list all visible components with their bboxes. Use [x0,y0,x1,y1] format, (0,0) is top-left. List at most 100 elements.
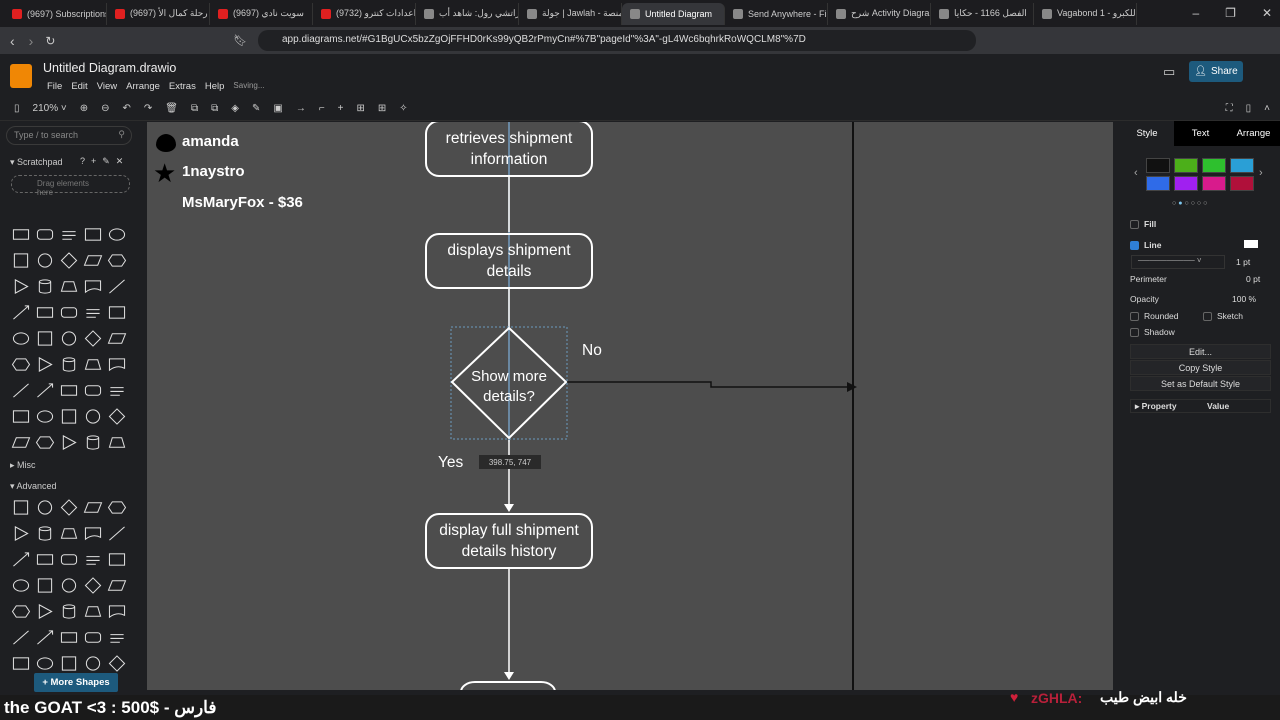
shape-item[interactable] [105,222,129,247]
zoom-in-icon[interactable]: ⊕ [79,102,89,114]
shadow-checkbox[interactable]: Shadow [1130,327,1175,338]
menu-view[interactable]: View [96,81,118,92]
shape-item[interactable] [81,547,105,572]
shape-item[interactable] [57,378,81,403]
table-icon[interactable]: ⊞ [356,102,365,114]
more-shapes-button[interactable]: + More Shapes [34,673,118,692]
edge-label-no[interactable]: No [582,342,602,359]
panel-icon[interactable]: ▯ [1245,102,1252,114]
line-width-input[interactable]: 1 pt [1236,257,1251,267]
shape-item[interactable] [9,352,33,377]
shape-item[interactable] [105,326,129,351]
url-input[interactable]: app.diagrams.net/#G1BgUCx5bzZgOjFFHD0rKs… [258,30,976,51]
format-panel-toggle-icon[interactable]: ▯ [14,102,20,114]
shape-item[interactable] [57,352,81,377]
scratchpad-actions[interactable]: ?+✎✕ [80,156,130,166]
style-swatch[interactable] [1146,158,1170,173]
shape-item[interactable] [81,495,105,520]
shape-item[interactable] [9,625,33,650]
shape-item[interactable] [33,651,57,676]
tab-style[interactable]: Style [1120,121,1174,146]
close-window-icon[interactable]: ✕ [1261,6,1272,20]
swatch-next-icon[interactable]: › [1259,167,1263,179]
shape-item[interactable] [33,573,57,598]
collapse-icon[interactable]: ˄ [1264,102,1270,114]
tab-arrange[interactable]: Arrange [1227,121,1280,146]
shape-item[interactable] [105,573,129,598]
sketch-checkbox[interactable]: Sketch [1203,311,1243,322]
opacity-input[interactable]: 100 % [1232,294,1257,304]
shape-item[interactable] [105,625,129,650]
shape-item[interactable] [105,651,129,676]
shape-item[interactable] [57,274,81,299]
restore-icon[interactable]: ❐ [1225,6,1236,20]
shape-item[interactable] [105,248,129,273]
swatch-pager[interactable]: ○●○○○○ [1172,200,1210,207]
browser-tab[interactable]: شرح Activity Diagram [828,2,931,25]
shape-item[interactable] [9,326,33,351]
document-title[interactable]: Untitled Diagram.drawio [43,61,177,75]
browser-tab[interactable]: Vagabond 1 - للكبرو [1034,2,1137,25]
line-color-icon[interactable]: ✎ [251,102,261,114]
property-table-header[interactable]: ▸ Property Value [1130,399,1271,413]
magic-icon[interactable]: ✧ [399,102,408,114]
shape-item[interactable] [33,547,57,572]
style-swatch[interactable] [1174,176,1198,191]
connection-icon[interactable]: → [295,102,306,114]
advanced-section-header[interactable]: ▾ Advanced [10,481,57,491]
style-swatch[interactable] [1202,158,1226,173]
shape-item[interactable] [105,404,129,429]
shape-item[interactable] [33,404,57,429]
menu-extras[interactable]: Extras [168,81,196,92]
shape-item[interactable] [81,378,105,403]
insert-icon[interactable]: + [337,102,344,114]
shape-item[interactable] [105,599,129,624]
swatch-prev-icon[interactable]: ‹ [1134,167,1138,179]
shape-search-input[interactable]: Type / to search⚲ [6,126,132,145]
style-swatch[interactable] [1146,176,1170,191]
node-retrieves-shipment[interactable]: retrieves shipment information [425,122,593,177]
browser-tab[interactable]: Send Anywhere - Fi [725,2,828,25]
decision-shape[interactable] [450,326,568,440]
line-pattern-select[interactable]: ────────── ˅ [1131,255,1225,269]
menu-arrange[interactable]: Arrange [126,81,160,92]
shape-item[interactable] [9,547,33,572]
minimize-icon[interactable]: – [1192,6,1200,20]
shape-item[interactable] [57,404,81,429]
shape-item[interactable] [9,274,33,299]
shape-item[interactable] [81,430,105,455]
undo-icon[interactable]: ↶ [122,102,131,114]
style-swatch[interactable] [1230,158,1254,173]
shape-item[interactable] [81,300,105,325]
tab-text[interactable]: Text [1174,121,1227,146]
shape-item[interactable] [81,625,105,650]
waypoints-icon[interactable]: ⌐ [318,102,325,114]
share-button[interactable]: 👤︎Share [1189,61,1243,82]
to-back-icon[interactable]: ⧉ [211,102,219,114]
edit-style-button[interactable]: Edit... [1130,344,1271,359]
shape-item[interactable] [105,300,129,325]
zoom-out-icon[interactable]: ⊖ [101,102,110,114]
decision-label[interactable]: Show more details? [471,368,547,405]
shape-item[interactable] [33,300,57,325]
redo-icon[interactable]: ↷ [143,102,153,114]
shape-item[interactable] [81,521,105,546]
shape-item[interactable] [33,222,57,247]
line-checkbox[interactable]: Line [1130,240,1161,251]
fill-checkbox[interactable]: Fill [1130,219,1156,230]
style-swatch[interactable] [1230,176,1254,191]
line-color-swatch[interactable] [1244,240,1258,248]
shape-item[interactable] [81,222,105,247]
shape-item[interactable] [81,599,105,624]
browser-tab[interactable]: (9697) Subscriptions [4,2,107,25]
node-display-full-history[interactable]: display full shipment details history [425,513,593,569]
shape-item[interactable] [105,352,129,377]
browser-tab[interactable]: (9697) رحلة كمال الأ [107,2,210,25]
fullscreen-icon[interactable]: ⛶ [1225,102,1233,114]
scratchpad-header[interactable]: ▾ Scratchpad [10,157,63,167]
shape-item[interactable] [9,495,33,520]
shape-item[interactable] [9,573,33,598]
grid-icon[interactable]: ⊞ [377,102,387,114]
reload-icon[interactable]: ↻ [45,33,56,48]
menu-help[interactable]: Help [204,81,225,92]
